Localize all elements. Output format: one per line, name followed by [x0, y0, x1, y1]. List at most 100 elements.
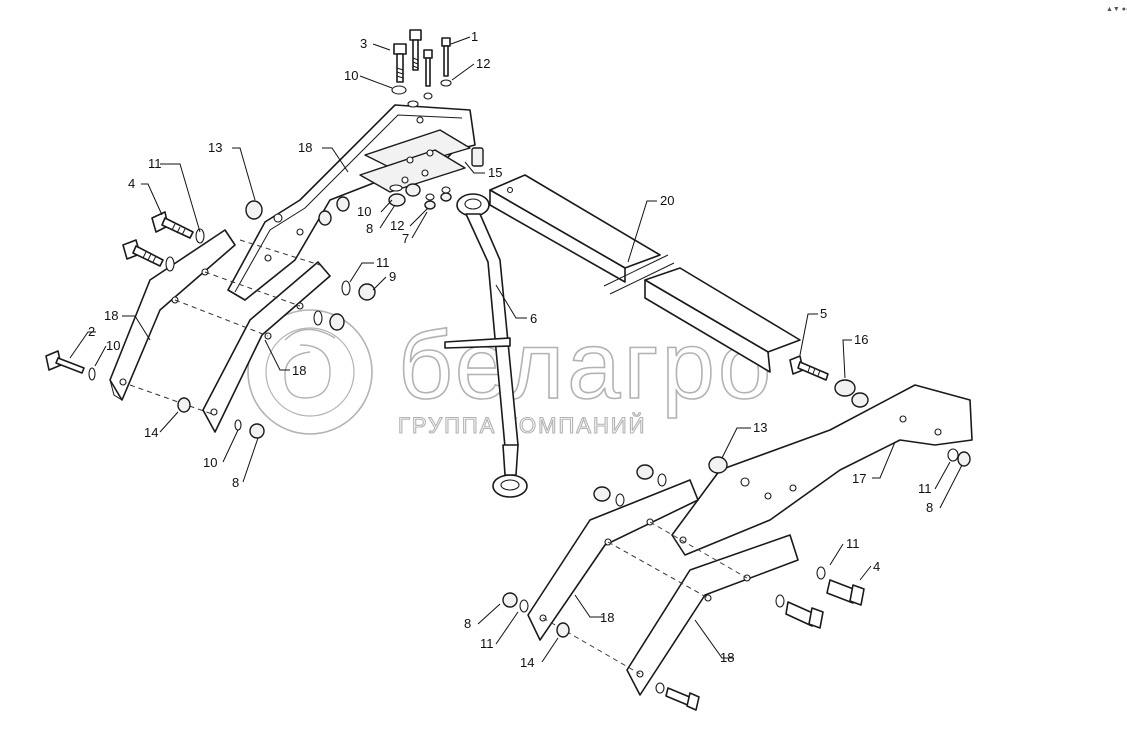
callout-20: 20 [660, 193, 674, 208]
watermark-tagline: ГРУППА КОМПАНИЙ [398, 413, 647, 438]
callout-1: 1 [471, 29, 478, 44]
upper-bracket-hole [296, 228, 304, 236]
bolt-shank [826, 579, 857, 604]
tie-rod-joint [502, 444, 519, 476]
nut [388, 193, 406, 207]
watermark-logo-mark [284, 328, 336, 399]
washer [816, 566, 826, 580]
callout-13: 13 [208, 140, 222, 155]
bolt-head [441, 37, 451, 47]
callout-18: 18 [298, 140, 312, 155]
washer [389, 184, 403, 192]
washer [655, 682, 665, 694]
washer [88, 367, 96, 381]
corner-mark: ▲▼ ●●● [1106, 6, 1127, 13]
nut [329, 313, 345, 331]
washer [775, 594, 785, 608]
callout-18: 18 [720, 650, 734, 665]
bolt-thread [807, 365, 821, 377]
right-arm-hole [740, 477, 750, 487]
bolt-head [423, 49, 433, 59]
callout-17: 17 [852, 471, 866, 486]
callout-16: 16 [854, 332, 868, 347]
callout-4: 4 [873, 559, 880, 574]
washer [441, 186, 451, 194]
nut [424, 200, 436, 210]
bolt-shank [55, 357, 85, 374]
bolt-head [409, 29, 422, 41]
callout-9: 9 [389, 269, 396, 284]
callout-18: 18 [292, 363, 306, 378]
washer [165, 256, 175, 272]
clamp-plate-upper [364, 129, 471, 171]
callout-13: 13 [753, 420, 767, 435]
callout-18: 18 [600, 610, 614, 625]
callout-10: 11 [918, 481, 932, 496]
tie-rod-eye-hole [464, 198, 482, 210]
callout-14: 14 [520, 655, 534, 670]
callout-4: 4 [128, 176, 135, 191]
washer [391, 85, 407, 95]
callout-3: 3 [360, 36, 367, 51]
bushing [708, 456, 728, 474]
bolt-thread [171, 223, 186, 236]
bolt-shank [443, 45, 449, 77]
nut [358, 283, 376, 301]
right-plate-front [527, 479, 699, 641]
callout-10: 10 [106, 338, 120, 353]
bolt-thread [396, 67, 404, 79]
right-arm-hole [764, 492, 772, 500]
callout-10: 10 [344, 68, 358, 83]
bolt-shank [425, 57, 431, 87]
left-plate-edge [109, 379, 123, 401]
left-plate-rear [202, 261, 331, 433]
callout-12: 12 [476, 56, 490, 71]
bolt-shank [132, 245, 164, 267]
pin [471, 147, 484, 167]
bushing [177, 397, 191, 413]
callout-6: 6 [530, 311, 537, 326]
alignment-lines [129, 239, 321, 416]
bushing [318, 210, 332, 226]
bushing [245, 200, 263, 220]
callout-15: 15 [488, 165, 502, 180]
washer [234, 419, 242, 431]
tie-rod-eye-hole [500, 479, 520, 491]
bolt-shank [797, 361, 829, 381]
watermark-logo-inner [265, 327, 355, 417]
callout-18: 18 [104, 308, 118, 323]
callout-10: 11 [480, 636, 494, 651]
bolt-head [849, 584, 865, 606]
callout-8: 8 [366, 221, 373, 236]
callout-2: 2 [88, 324, 95, 339]
upper-bracket-edge [234, 114, 463, 293]
washer [615, 493, 625, 507]
washer [947, 448, 959, 462]
bolt-shank [412, 39, 419, 71]
upper-mounting-bracket [227, 104, 476, 301]
bushing [556, 622, 570, 638]
bolt-head [393, 43, 407, 55]
left-bolts [45, 211, 376, 439]
beam-break-marks [603, 254, 675, 295]
beam-side-section [489, 189, 626, 283]
washer [519, 599, 529, 613]
bolt-thread [412, 57, 419, 69]
watermark-logo-circle [247, 309, 373, 435]
nut [502, 592, 518, 608]
left-plate-hole [210, 408, 218, 416]
upper-bracket-hole [264, 254, 272, 262]
beam-side-section [644, 279, 771, 373]
tie-rod [444, 147, 528, 498]
right-plate-hole [704, 594, 712, 602]
bolt-head [808, 607, 824, 629]
left-side-plates [45, 211, 376, 439]
callout-8: 8 [464, 616, 471, 631]
callout-8: 8 [926, 500, 933, 515]
nut [957, 451, 971, 467]
upper-bracket-hole [273, 213, 283, 223]
beam-hole [506, 186, 514, 194]
callout-12: 12 [390, 218, 404, 233]
callout-10: 10 [203, 455, 217, 470]
right-arm-hole [789, 484, 797, 492]
